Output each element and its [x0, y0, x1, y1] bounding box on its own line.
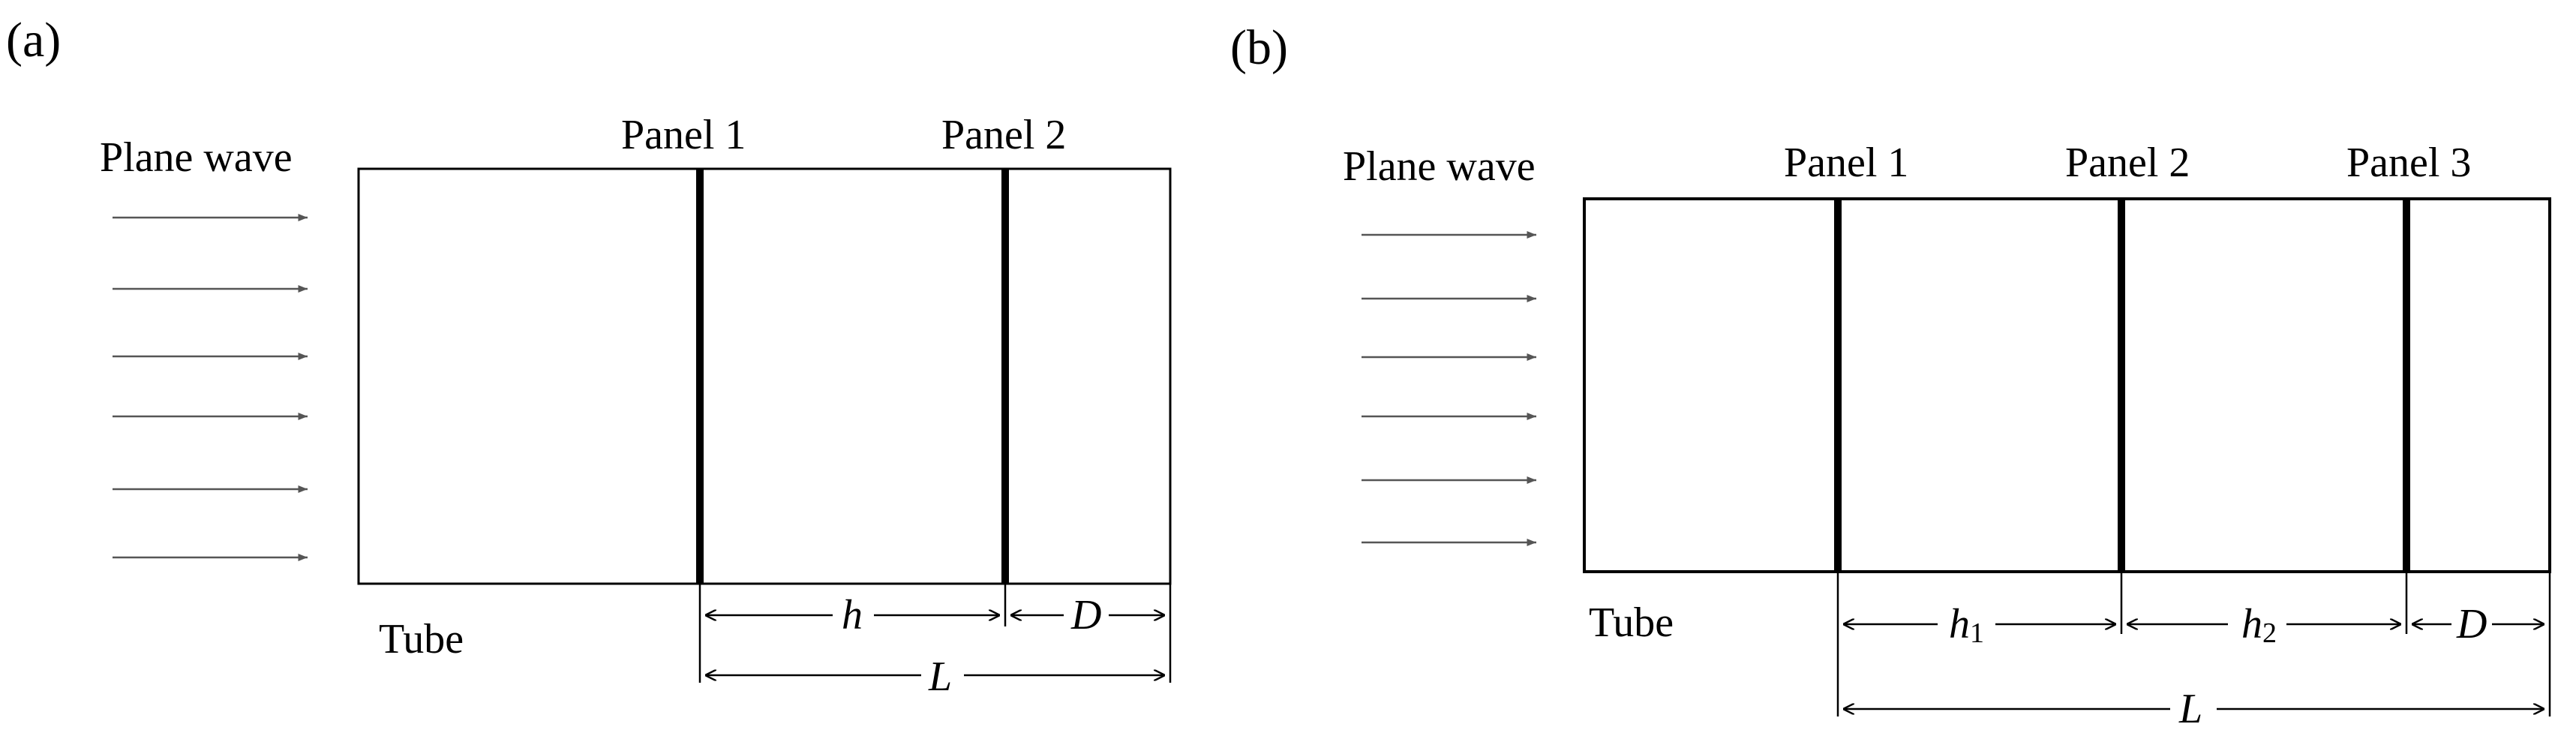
- incident-arrows-b: [1362, 231, 1536, 546]
- plane-wave-label-a: Plane wave: [100, 134, 293, 181]
- dimension-extensions-a: [698, 584, 1172, 683]
- dim-L-label-b: L: [2178, 686, 2202, 732]
- dim-h2-main: h: [2241, 601, 2262, 647]
- subfigure-label-a: (a): [6, 13, 61, 68]
- dimension-extensions-b: [1836, 572, 2551, 716]
- diagram-b: (b) Plane wave Panel 1 Panel 2 Panel 3 T…: [1230, 20, 2551, 732]
- plane-wave-label-b: Plane wave: [1343, 143, 1536, 190]
- tube-outline-b: [1583, 197, 2551, 573]
- tube-label-b: Tube: [1589, 599, 1674, 646]
- tube-outline-a: [357, 167, 1172, 585]
- panel-3-label-b: Panel 3: [2346, 140, 2471, 186]
- dim-D-label-b: D: [2456, 601, 2487, 647]
- panel-1-label-a: Panel 1: [621, 112, 746, 158]
- dim-h2-label-b: h2: [2241, 601, 2277, 649]
- dim-h1-label-b: h1: [1949, 601, 1984, 649]
- dim-h1-sub: 1: [1970, 617, 1984, 649]
- panel-2-label-b: Panel 2: [2065, 140, 2190, 186]
- dim-D-label-a: D: [1070, 592, 1101, 638]
- diagram-a: (a) Plane wave Panel 1 Panel 2 Tube h: [6, 13, 1172, 700]
- subfigure-label-b: (b): [1230, 20, 1288, 75]
- dim-L-label-a: L: [928, 653, 952, 700]
- panel-2-label-a: Panel 2: [941, 112, 1066, 158]
- panel-1-label-b: Panel 1: [1784, 140, 1908, 186]
- dim-h1-main: h: [1949, 601, 1970, 647]
- incident-arrows-a: [113, 214, 308, 561]
- dim-h-label-a: h: [842, 592, 863, 638]
- dim-h2-sub: 2: [2262, 617, 2277, 649]
- tube-label-a: Tube: [379, 616, 464, 662]
